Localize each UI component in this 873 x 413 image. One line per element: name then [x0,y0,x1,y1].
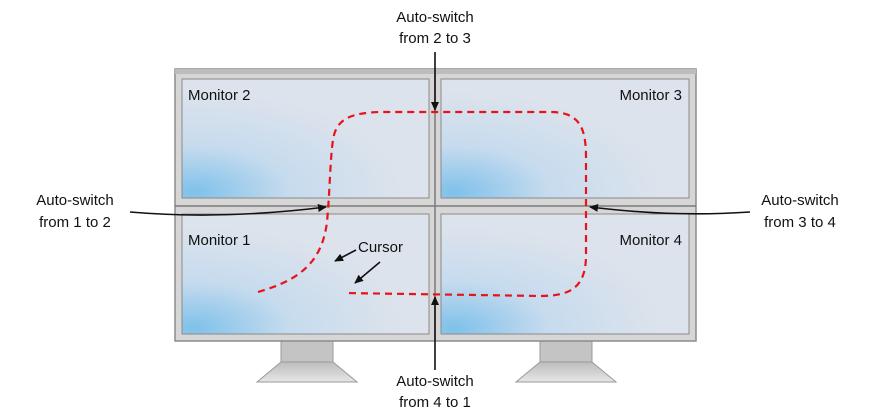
auto-switch-1-2-line2: from 1 to 2 [39,214,111,231]
monitor-1-label: Monitor 1 [188,232,251,249]
monitor-4-label: Monitor 4 [619,232,682,249]
auto-switch-1-2-line1: Auto-switch [36,192,114,209]
monitor-3-screen [440,78,690,199]
monitor-2-label: Monitor 2 [188,87,251,104]
monitor-stand-right [514,339,618,383]
cursor-pointer-arrow-1 [334,249,357,262]
auto-switch-1-2-arrow [129,204,327,216]
auto-switch-4-1-line2: from 4 to 1 [399,394,471,411]
cursor-label: Cursor [358,239,403,256]
auto-switch-3-4-line1: Auto-switch [761,192,839,209]
cursor-pointer-arrow-2 [354,261,381,284]
monitor-1-screen [181,213,430,335]
auto-switch-2-3-line1: Auto-switch [396,9,474,26]
auto-switch-4-1-line1: Auto-switch [396,373,474,390]
auto-switch-3-4-line2: from 3 to 4 [764,214,836,231]
monitor-stand-left [255,339,359,383]
cursor-path-left [257,110,588,298]
auto-switch-3-4-arrow [589,203,751,215]
monitor-2-screen [181,78,430,199]
monitor-4-screen [440,213,690,335]
monitor-3-label: Monitor 3 [619,87,682,104]
auto-switch-2-3-line2: from 2 to 3 [399,30,471,47]
